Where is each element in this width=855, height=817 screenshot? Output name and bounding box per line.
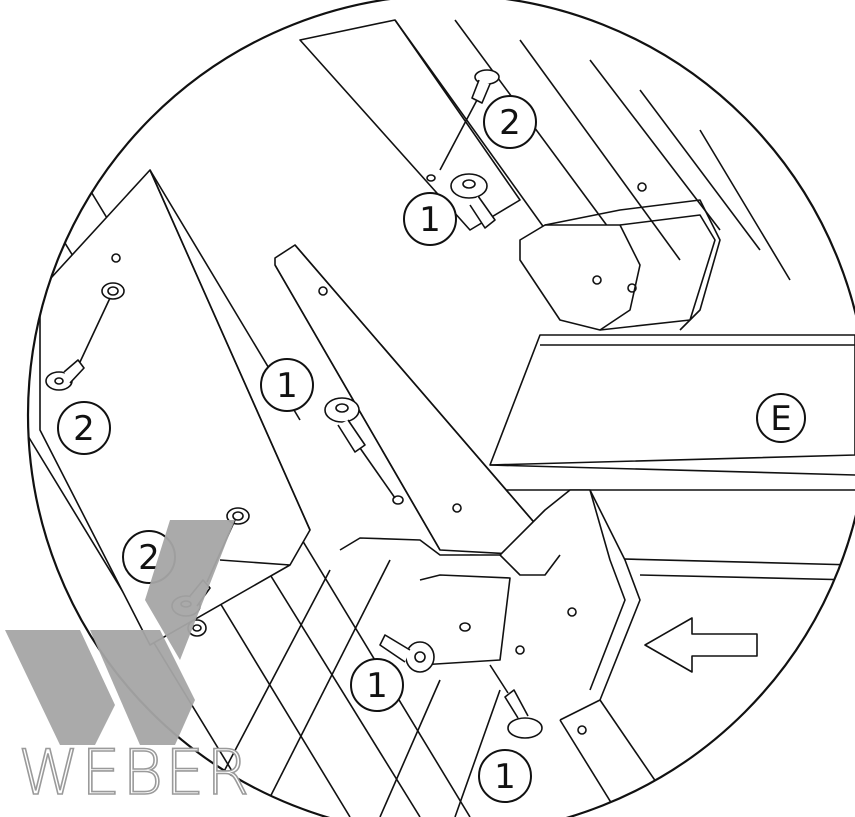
lower-channel-bracket <box>339 489 641 735</box>
callout-bubble: 1 <box>403 192 457 246</box>
callout-label: 1 <box>366 666 388 706</box>
callout-label: 2 <box>138 538 160 578</box>
upper-channel-bracket <box>519 182 721 331</box>
brand-wordmark: WEBER <box>17 736 252 809</box>
screw-lower-middle <box>379 634 435 673</box>
callout-bubble: 2 <box>483 95 537 149</box>
callout-label: 1 <box>419 200 441 240</box>
detail-circle <box>27 0 855 817</box>
callout-label: 1 <box>494 757 516 797</box>
callout-label: 2 <box>73 409 95 449</box>
callout-bubble: 1 <box>350 658 404 712</box>
callout-bubble: 1 <box>260 358 314 412</box>
brand-logo-mark <box>5 520 235 745</box>
part-label: E <box>770 399 791 439</box>
callout-bubble: 1 <box>478 749 532 803</box>
direction-arrow-icon <box>644 617 758 673</box>
screw-top-small <box>439 69 500 171</box>
callout-label: 1 <box>276 366 298 406</box>
screw-left-upper <box>45 297 111 391</box>
callout-bubble: 2 <box>57 401 111 455</box>
screw-top-large <box>426 173 496 229</box>
callout-label: 2 <box>499 103 521 143</box>
screw-bottom <box>489 664 543 739</box>
part-label-bubble: E <box>756 393 806 443</box>
screw-center <box>324 397 396 499</box>
central-flat-bar <box>274 244 546 556</box>
left-bracket-plate <box>39 169 311 646</box>
